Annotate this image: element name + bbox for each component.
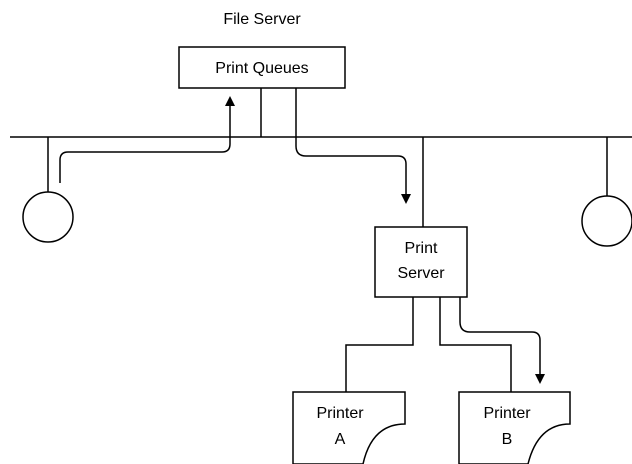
file-server: File Server Print Queues: [178, 11, 346, 137]
printer-b-shape: [458, 391, 571, 464]
printer-b-link: [439, 297, 512, 392]
print-server-label-line1: Print: [405, 240, 438, 257]
printer-a-label-line2: A: [335, 431, 346, 448]
print-queues-box: [178, 46, 346, 89]
workstation-right: [581, 137, 632, 247]
printer-a-shape: [292, 391, 406, 464]
print-server-label-line2: Server: [397, 265, 445, 282]
workstation-right-node: [581, 195, 632, 247]
printer-a-label-line1: Printer: [316, 405, 364, 422]
printer-a-link: [345, 297, 414, 392]
printer-b-label-line2: B: [502, 431, 513, 448]
print-queues-label: Print Queues: [215, 60, 308, 77]
printer-a: Printer A: [292, 391, 406, 464]
job-submit-arrow: [59, 96, 235, 183]
file-server-caption: File Server: [223, 11, 301, 28]
workstation-left: [22, 137, 74, 243]
print-server-box: [374, 226, 468, 298]
print-server: Print Server: [374, 137, 468, 298]
job-print-arrow: [459, 297, 545, 384]
printer-b-label-line1: Printer: [483, 405, 531, 422]
job-dispatch-arrow: [295, 88, 411, 204]
printer-b: Printer B: [458, 391, 571, 464]
workstation-left-node: [22, 191, 74, 243]
